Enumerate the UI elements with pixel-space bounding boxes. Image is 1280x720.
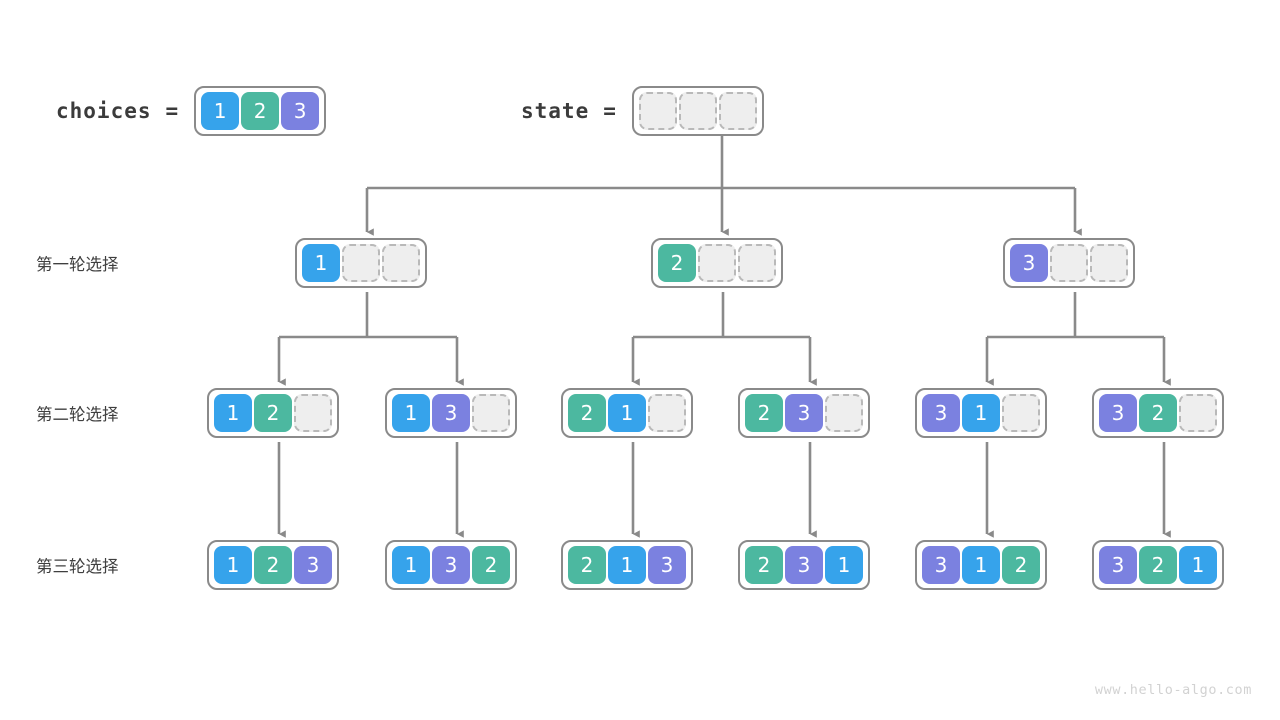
array-cell-filled: 3 [922,394,960,432]
array-cell-filled: 1 [392,394,430,432]
array-cell-empty [1002,394,1040,432]
array-cell-empty [472,394,510,432]
level1-node-2: 2 [651,238,783,288]
array-cell-filled: 3 [432,546,470,584]
array-cell-filled: 3 [432,394,470,432]
array-cell-filled: 1 [302,244,340,282]
array-cell-empty [1090,244,1128,282]
array-cell-filled: 2 [1139,394,1177,432]
array-cell-filled: 2 [1139,546,1177,584]
array-cell-filled: 1 [201,92,240,130]
row-label-round-1: 第一轮选择 [36,255,119,274]
array-cell-filled: 1 [214,546,252,584]
array-cell-empty [698,244,736,282]
array-cell-filled: 3 [785,546,823,584]
array-cell-empty [648,394,686,432]
array-cell-filled: 2 [254,394,292,432]
array-cell-filled: 2 [745,394,783,432]
array-cell-empty [1050,244,1088,282]
array-cell-filled: 1 [608,546,646,584]
array-cell-filled: 3 [281,92,320,130]
array-cell-filled: 2 [1002,546,1040,584]
array-cell-filled: 1 [1179,546,1217,584]
array-cell-filled: 1 [825,546,863,584]
array-cell-filled: 2 [241,92,280,130]
array-cell-filled: 2 [568,394,606,432]
watermark: www.hello-algo.com [1094,682,1252,698]
array-cell-empty [382,244,420,282]
state-equals: = [603,99,616,123]
array-cell-filled: 3 [648,546,686,584]
array-cell-empty [738,244,776,282]
array-cell-filled: 3 [1099,546,1137,584]
array-cell-filled: 2 [658,244,696,282]
array-cell-filled: 2 [568,546,606,584]
array-cell-filled: 2 [745,546,783,584]
array-cell-filled: 2 [254,546,292,584]
array-cell-filled: 3 [1099,394,1137,432]
array-cell-filled: 3 [785,394,823,432]
array-cell-filled: 3 [1010,244,1048,282]
array-cell-filled: 1 [962,394,1000,432]
row-label-round-2: 第二轮选择 [36,405,119,424]
state-label: state [521,99,590,123]
array-cell-empty [342,244,380,282]
choices-label: choices [56,99,152,123]
array-cell-filled: 3 [922,546,960,584]
state-array [631,86,764,136]
array-cell-empty [678,92,717,130]
array-cell-empty [1179,394,1217,432]
level1-node-3: 3 [1003,238,1135,288]
array-cell-empty [825,394,863,432]
array-cell-filled: 1 [962,546,1000,584]
row-label-round-3: 第三轮选择 [36,557,119,576]
array-cell-filled: 3 [294,546,332,584]
array-cell-filled: 1 [214,394,252,432]
choices-equals: = [165,99,179,123]
array-cell-filled: 1 [392,546,430,584]
array-cell-empty [718,92,757,130]
array-cell-filled: 2 [472,546,510,584]
array-cell-empty [638,92,677,130]
array-cell-empty [294,394,332,432]
level1-node-1: 1 [295,238,427,288]
array-cell-filled: 1 [608,394,646,432]
state-assignment: state = [521,86,764,136]
